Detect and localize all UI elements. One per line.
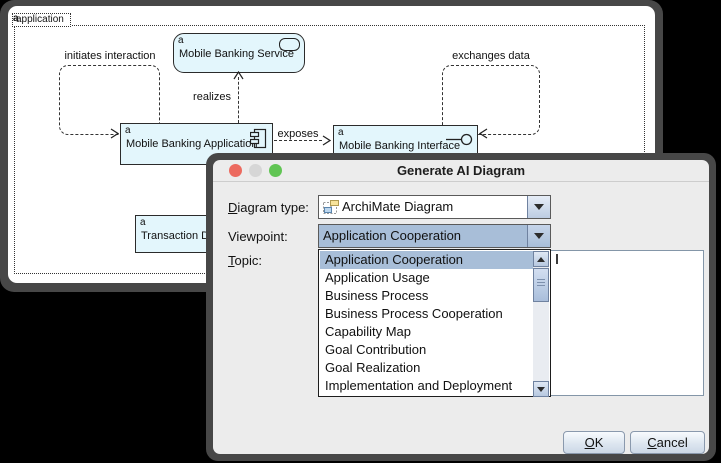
initiates-interaction-label: initiates interaction xyxy=(64,50,156,62)
realizes-label: realizes xyxy=(193,91,231,103)
dropdown-item[interactable]: Goal Realization xyxy=(325,360,421,375)
exposes-label: exposes xyxy=(277,128,319,140)
initiates-interaction-loop[interactable] xyxy=(59,65,160,135)
diagram-type-value: ArchiMate Diagram xyxy=(342,199,454,214)
chevron-down-icon xyxy=(537,386,545,392)
text-caret xyxy=(556,254,558,264)
initiates-arrowhead-icon xyxy=(110,128,119,139)
dropdown-item[interactable]: Goal Contribution xyxy=(325,342,427,357)
component-icon xyxy=(250,128,267,149)
ok-button-label: OK xyxy=(584,435,604,450)
scrollbar-thumb[interactable] xyxy=(533,268,549,302)
dialog-titlebar: Generate AI Diagram xyxy=(213,160,709,182)
realizes-arrowhead-icon xyxy=(233,71,244,80)
scroll-down-button[interactable] xyxy=(533,381,549,397)
container-badge: a xyxy=(13,13,19,24)
dialog-body: Generate AI Diagram Diagram type: Viewpo… xyxy=(213,160,709,454)
viewpoint-label: Viewpoint: xyxy=(228,227,288,247)
diagram-type-label-text: Diagram type: xyxy=(228,200,309,215)
application-container-label: application xyxy=(12,13,71,27)
realizes-line[interactable] xyxy=(238,77,239,123)
dropdown-item[interactable]: Implementation and Deployment xyxy=(325,378,513,393)
exchanges-data-label: exchanges data xyxy=(452,50,530,62)
chevron-down-icon xyxy=(534,233,544,239)
dropdown-item[interactable]: Business Process Cooperation xyxy=(325,306,503,321)
viewpoint-dropdown-button[interactable] xyxy=(527,225,550,247)
element-mobile-banking-interface[interactable]: a Mobile Banking Interface xyxy=(333,125,478,167)
archimate-diagram-icon xyxy=(323,200,339,214)
viewpoint-dropdown-list: Application Cooperation Application Usag… xyxy=(318,249,551,397)
element-name: Transaction Data xyxy=(141,230,225,242)
container-label-text: application xyxy=(16,14,64,25)
dialog-title: Generate AI Diagram xyxy=(396,163,526,178)
topic-label: Topic: xyxy=(228,251,262,271)
element-mobile-banking-service[interactable]: a Mobile Banking Service xyxy=(173,33,305,73)
exchanges-arrowhead-icon xyxy=(479,128,488,139)
scroll-up-button[interactable] xyxy=(533,251,549,267)
element-badge: a xyxy=(338,127,344,138)
element-badge: a xyxy=(178,35,184,46)
viewpoint-label-text: Viewpoint: xyxy=(228,229,288,244)
viewpoint-value: Application Cooperation xyxy=(323,228,462,243)
element-name: Mobile Banking Interface xyxy=(339,140,461,152)
element-badge: a xyxy=(140,217,146,228)
generate-ai-diagram-dialog: Generate AI Diagram Diagram type: Viewpo… xyxy=(206,153,716,461)
minimize-button[interactable] xyxy=(249,164,262,177)
element-badge: a xyxy=(125,125,131,136)
dropdown-item[interactable]: Application Cooperation xyxy=(320,251,534,269)
cancel-button[interactable]: Cancel xyxy=(630,431,705,454)
cancel-button-label: Cancel xyxy=(647,435,688,450)
topic-label-text: Topic: xyxy=(228,253,262,268)
diagram-type-label: Diagram type: xyxy=(228,198,309,218)
application-service-icon xyxy=(279,38,300,51)
diagram-type-dropdown-button[interactable] xyxy=(527,196,550,218)
diagram-type-combobox[interactable]: ArchiMate Diagram xyxy=(318,195,551,219)
element-name: Mobile Banking Service xyxy=(179,48,294,60)
exposes-arrowhead-icon xyxy=(322,135,331,146)
close-button[interactable] xyxy=(229,164,242,177)
dropdown-item[interactable]: Application Usage xyxy=(325,270,430,285)
exposes-line[interactable] xyxy=(274,140,322,141)
ok-button[interactable]: OK xyxy=(563,431,625,454)
chevron-up-icon xyxy=(537,256,545,262)
zoom-button[interactable] xyxy=(269,164,282,177)
interface-icon xyxy=(446,133,473,146)
element-name: Mobile Banking Application xyxy=(126,138,258,150)
diagram-editor-window: application a initiates interaction exch… xyxy=(0,0,663,292)
viewpoint-combobox[interactable]: Application Cooperation xyxy=(318,224,551,248)
dropdown-item[interactable]: Business Process xyxy=(325,288,429,303)
dropdown-item[interactable]: Capability Map xyxy=(325,324,411,339)
exchanges-data-loop[interactable] xyxy=(442,65,540,135)
chevron-down-icon xyxy=(534,204,544,210)
